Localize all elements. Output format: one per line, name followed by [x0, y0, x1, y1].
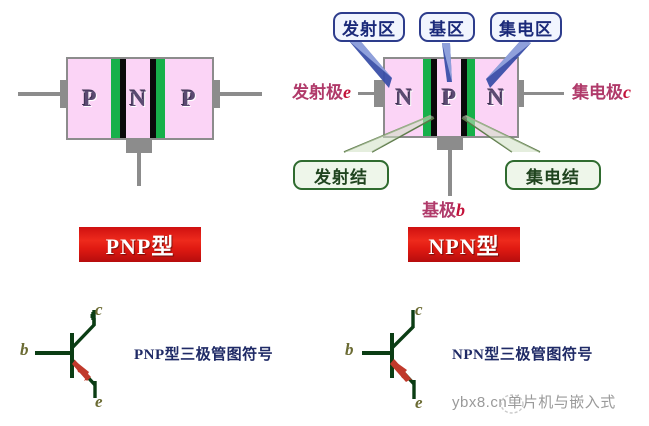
- pnp-layer-p-emitter: P: [68, 59, 111, 138]
- pnp-emitter-letter: e: [95, 392, 103, 411]
- banner-pnp-label: PNP型: [105, 233, 175, 259]
- callout-base-region: 基区: [419, 12, 475, 42]
- pnp-base-pad: [126, 137, 152, 153]
- watermark: ybx8.cn单片机与嵌入式: [452, 394, 616, 411]
- callout-collector-junction-label: 集电结: [526, 167, 580, 187]
- label-base-electrode: 基极b: [422, 196, 465, 221]
- npn-layer-p-base: P: [437, 59, 461, 136]
- npn-layer-label-3: N: [487, 85, 505, 110]
- label-emitter-electrode-symbol: e: [343, 82, 351, 102]
- pnp-junction-black-right: [150, 59, 156, 138]
- banner-npn-label: NPN型: [428, 233, 500, 259]
- label-emitter-electrode-text: 发射极: [292, 83, 343, 102]
- callout-collector-junction: 集电结: [505, 160, 601, 190]
- label-emitter-electrode: 发射极e: [292, 78, 351, 103]
- pnp-junction-green-left: [111, 59, 120, 138]
- callout-emitter-region: 发射区: [333, 12, 405, 42]
- callout-collector-region: 集电区: [490, 12, 562, 42]
- banner-npn: NPN型: [408, 227, 520, 262]
- pnp-body: P N P: [66, 57, 214, 140]
- pnp-symbol-caption: PNP型三极管图符号: [134, 347, 274, 363]
- pnp-symbol-collector-label: c: [95, 300, 103, 320]
- callout-emitter-region-label: 发射区: [342, 19, 396, 39]
- npn-symbol-emitter-label: e: [415, 393, 423, 413]
- pnp-junction-black-left: [120, 59, 126, 138]
- npn-collector-letter: c: [415, 300, 423, 319]
- pnp-layer-label-3: P: [181, 86, 196, 111]
- pnp-layer-n-base: N: [126, 59, 150, 138]
- npn-collector-junction-black: [461, 59, 467, 136]
- label-collector-electrode-text: 集电极: [572, 83, 623, 102]
- pnp-layer-label-2: N: [129, 86, 147, 111]
- callout-emitter-junction: 发射结: [293, 160, 389, 190]
- npn-symbol-caption: NPN型三极管图符号: [452, 347, 593, 363]
- npn-emitter-junction-green: [423, 59, 431, 136]
- npn-base-wire: [448, 148, 452, 196]
- npn-emitter-letter: e: [415, 393, 423, 412]
- banner-pnp: PNP型: [79, 227, 201, 262]
- npn-layer-label-1: N: [395, 85, 413, 110]
- pnp-junction-green-right: [156, 59, 165, 138]
- npn-layer-label-2: P: [441, 85, 457, 110]
- pnp-base-wire: [137, 150, 141, 186]
- npn-base-pad: [437, 136, 463, 150]
- pnp-symbol-base-label: b: [20, 340, 29, 360]
- pnp-symbol-emitter-label: e: [95, 392, 103, 412]
- pnp-collector-lead: [210, 92, 262, 96]
- npn-emitter-lead: [358, 92, 384, 95]
- npn-symbol-collector-label: c: [415, 300, 423, 320]
- npn-emitter-junction-black: [431, 59, 437, 136]
- callout-emitter-junction-label: 发射结: [314, 167, 368, 187]
- callout-collector-region-label: 集电区: [499, 19, 553, 39]
- callout-base-region-label: 基区: [429, 19, 465, 39]
- label-base-electrode-text: 基极: [422, 201, 456, 220]
- pnp-layer-label-1: P: [82, 86, 97, 111]
- watermark-logo-icon: [500, 394, 524, 414]
- npn-base-letter: b: [345, 340, 354, 359]
- npn-collector-junction-green: [467, 59, 475, 136]
- label-collector-electrode-symbol: c: [623, 82, 631, 102]
- label-base-electrode-symbol: b: [456, 200, 465, 220]
- label-collector-electrode: 集电极c: [572, 78, 631, 103]
- pnp-base-letter: b: [20, 340, 29, 359]
- pnp-emitter-lead: [18, 92, 70, 96]
- npn-collector-lead: [516, 92, 564, 95]
- pnp-collector-letter: c: [95, 300, 103, 319]
- npn-symbol-base-label: b: [345, 340, 354, 360]
- pnp-layer-p-collector: P: [165, 59, 212, 138]
